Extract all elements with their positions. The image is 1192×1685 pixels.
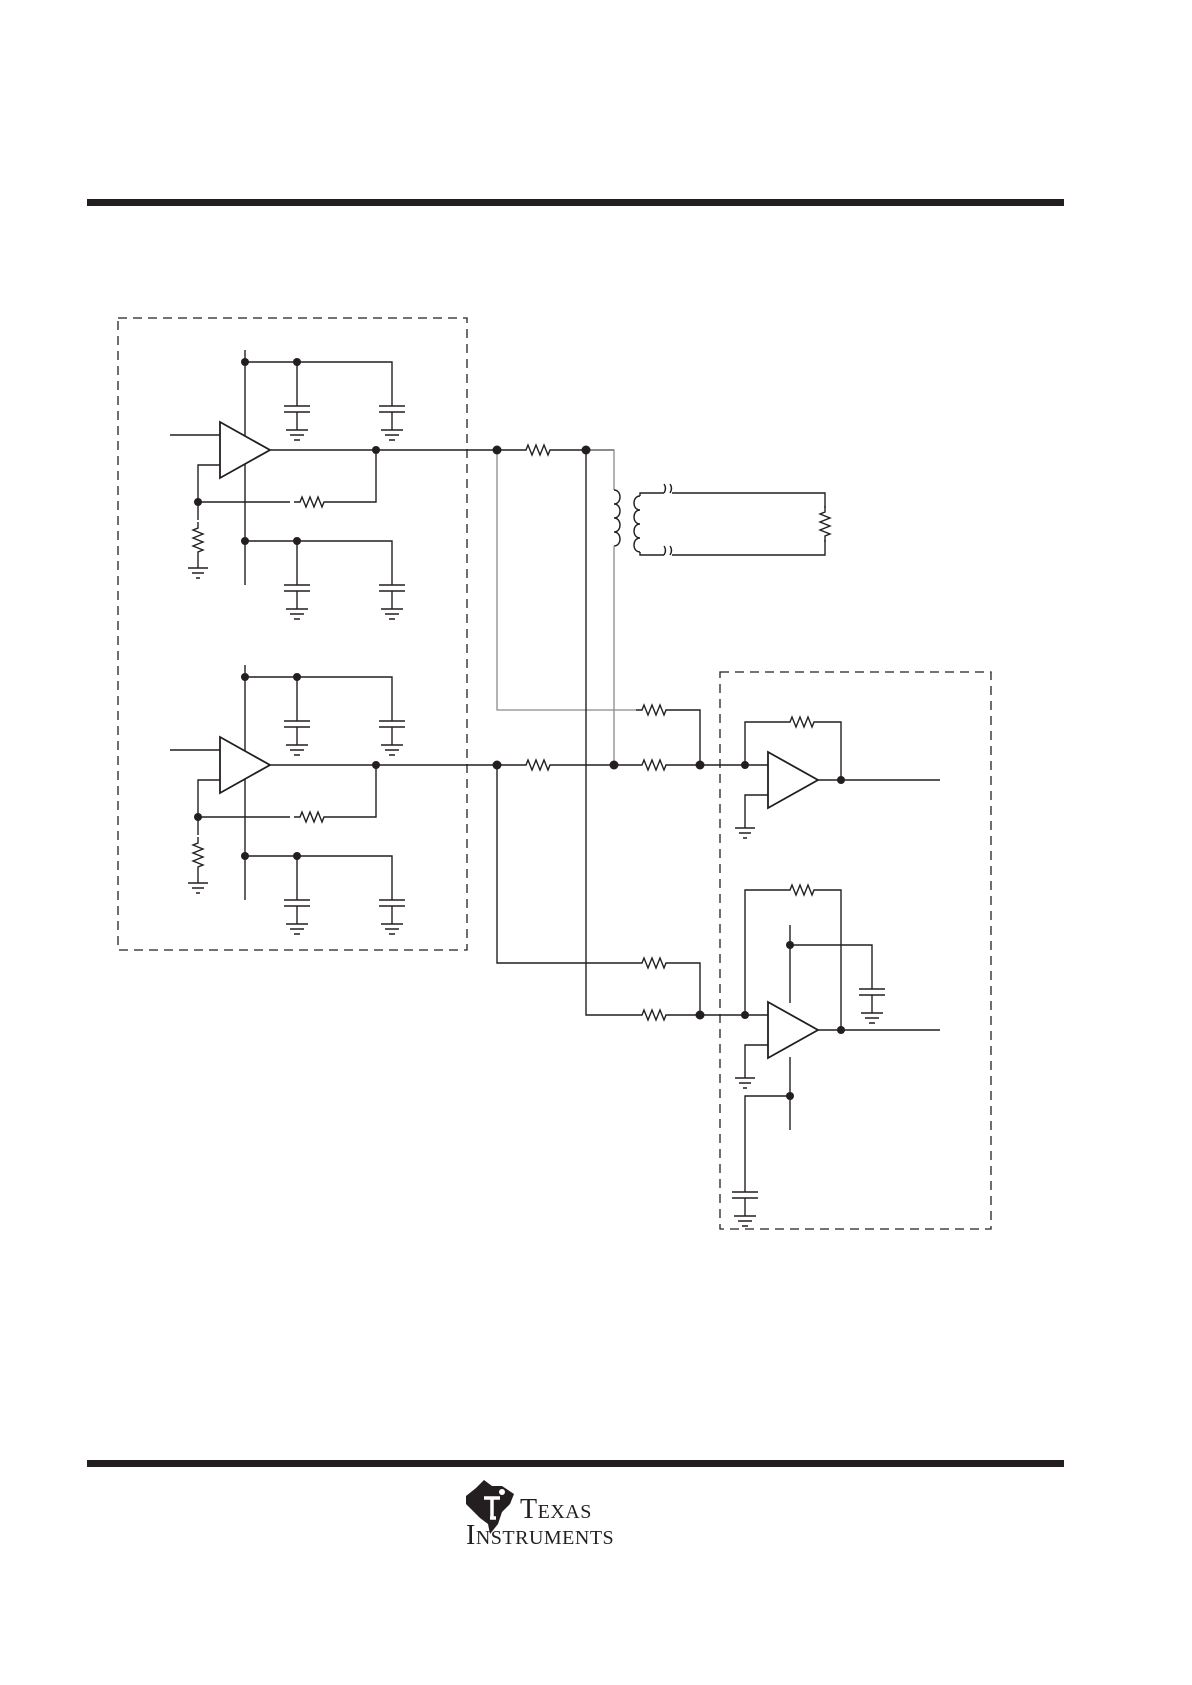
interconnect <box>493 445 746 1020</box>
texas-instruments-logo: Texas Instruments <box>462 1478 672 1550</box>
driver-block <box>118 318 467 950</box>
logo-text-instruments: Instruments <box>466 1520 614 1552</box>
receiver-block <box>720 672 991 1229</box>
bottom-rule <box>87 1460 1064 1467</box>
receiver-amp-2 <box>768 1002 818 1058</box>
receiver-1 <box>735 717 940 838</box>
receiver-2 <box>732 885 940 1226</box>
receiver-amp-1 <box>768 752 818 808</box>
transformer-load <box>634 484 830 555</box>
driver-2 <box>170 665 497 934</box>
driver-1 <box>170 350 497 619</box>
